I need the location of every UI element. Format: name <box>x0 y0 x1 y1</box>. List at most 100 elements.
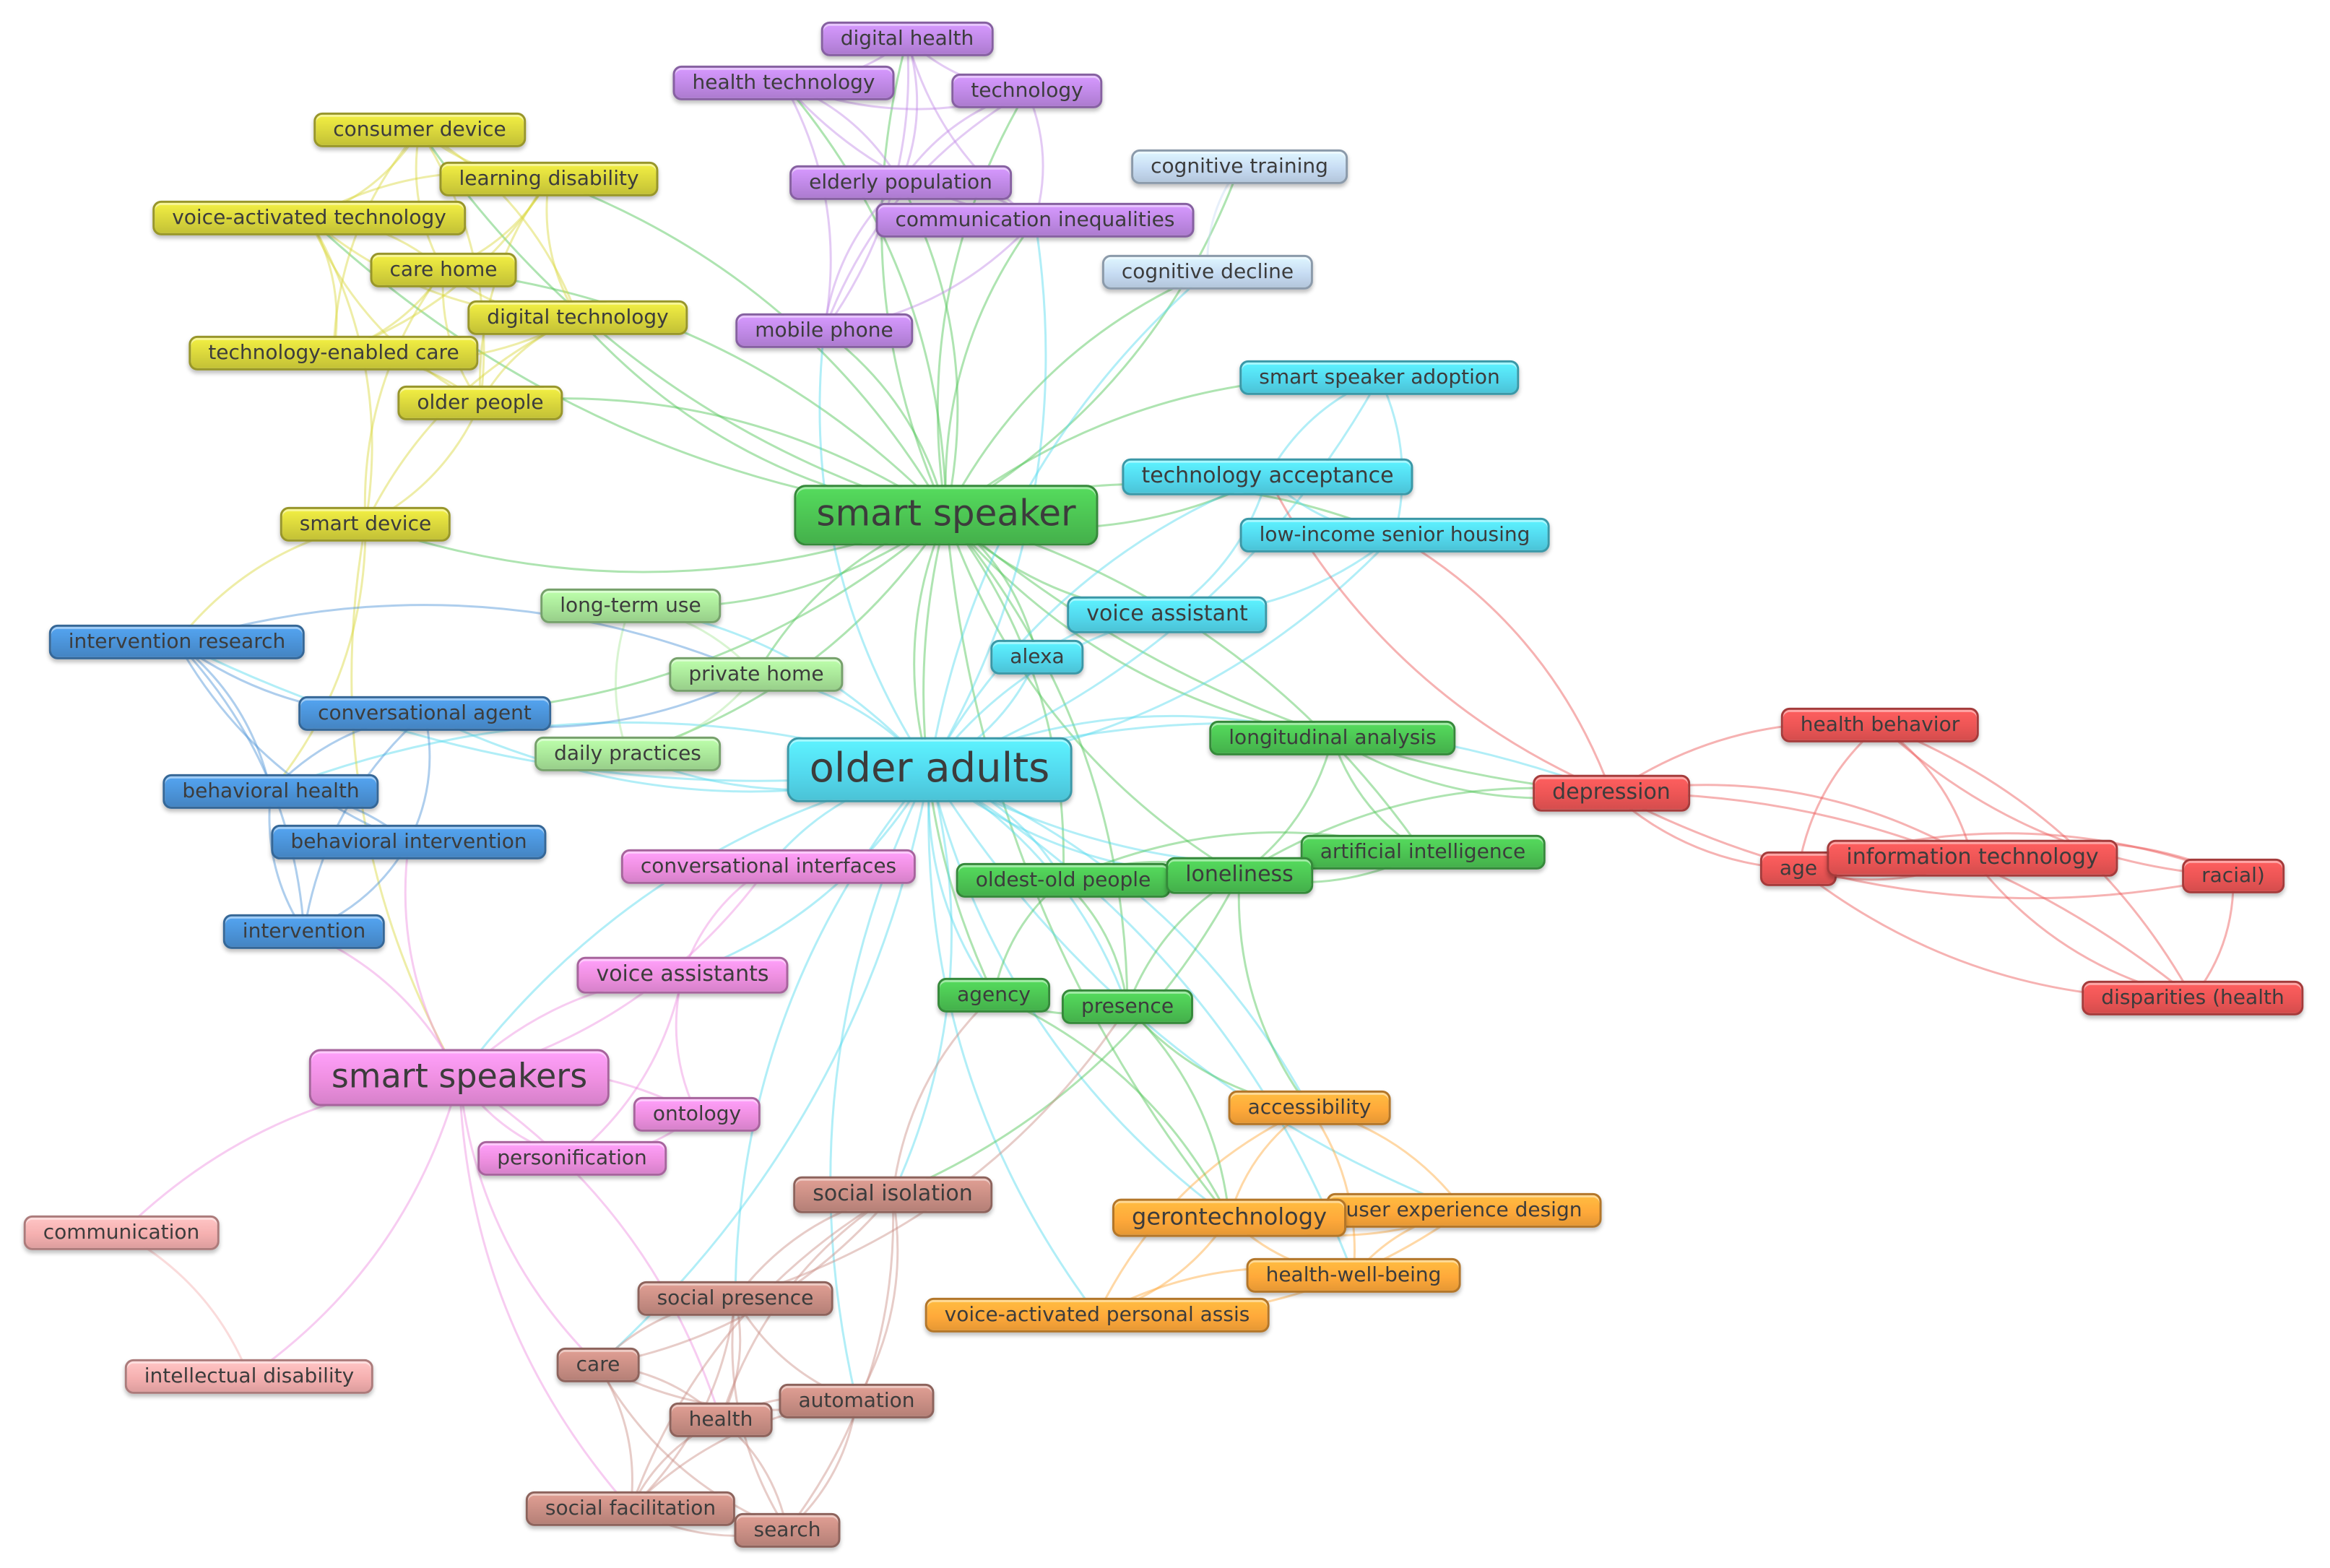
node-age[interactable]: age <box>1759 851 1837 887</box>
node-smart-speakers[interactable]: smart speakers <box>308 1049 610 1106</box>
node-conversational-agent[interactable]: conversational agent <box>298 696 551 732</box>
edge-older-adults-user-experience-design <box>928 769 1465 1212</box>
edge-smart-speaker-technology <box>936 90 1028 516</box>
edge-smart-speaker-cognitive-decline <box>945 271 1208 516</box>
edge-racial-disparities-health <box>2191 875 2235 999</box>
node-intellectual-disability[interactable]: intellectual disability <box>124 1359 374 1395</box>
node-technology[interactable]: technology <box>951 73 1103 109</box>
edge-smart-speakers-behavioral-intervention <box>404 841 461 1078</box>
node-information-technology[interactable]: information technology <box>1827 839 2118 877</box>
node-voice-activated-personal-assis[interactable]: voice-activated personal assis <box>924 1297 1270 1333</box>
node-daily-practices[interactable]: daily practices <box>534 736 721 772</box>
node-health-behavior[interactable]: health behavior <box>1780 707 1980 743</box>
node-automation[interactable]: automation <box>779 1383 935 1419</box>
node-disparities-health[interactable]: disparities (health <box>2082 980 2304 1016</box>
node-voice-activated-technology[interactable]: voice-activated technology <box>152 200 466 236</box>
node-health-technology[interactable]: health technology <box>672 65 895 101</box>
node-older-adults[interactable]: older adults <box>787 737 1073 803</box>
node-smart-speaker-adoption[interactable]: smart speaker adoption <box>1239 360 1520 396</box>
node-health-well-being[interactable]: health-well-being <box>1246 1257 1461 1294</box>
edge-older-adults-gerontechnology <box>928 769 1230 1219</box>
edge-smart-speaker-loneliness <box>945 514 1240 877</box>
edge-smart-speaker-communication-inequalities <box>944 220 1036 516</box>
node-ontology[interactable]: ontology <box>633 1096 761 1132</box>
edge-smart-speaker-adoption-low-income-senior-housing <box>1378 377 1404 536</box>
node-accessibility[interactable]: accessibility <box>1228 1090 1391 1126</box>
node-digital-technology[interactable]: digital technology <box>467 300 688 336</box>
edge-digital-health-communication-inequalities <box>906 38 1036 222</box>
node-personification[interactable]: personification <box>477 1140 667 1177</box>
edge-smart-speaker-oldest-old-people <box>945 514 1065 881</box>
node-low-income-senior-housing[interactable]: low-income senior housing <box>1239 517 1550 553</box>
edge-social-isolation-automation <box>855 1194 899 1402</box>
node-mobile-phone[interactable]: mobile phone <box>735 313 913 349</box>
node-longitudinal-analysis[interactable]: longitudinal analysis <box>1209 720 1456 756</box>
node-alexa[interactable]: alexa <box>990 639 1084 675</box>
node-behavioral-health[interactable]: behavioral health <box>163 774 379 810</box>
node-depression[interactable]: depression <box>1533 774 1690 812</box>
edge-consumer-device-digital-technology <box>419 129 579 319</box>
edge-agency-gerontechnology <box>993 994 1231 1218</box>
node-communication-inequalities[interactable]: communication inequalities <box>875 202 1195 238</box>
edge-accessibility-voice-activated-personal-assis <box>1096 1106 1310 1316</box>
node-voice-assistants[interactable]: voice assistants <box>576 956 789 994</box>
node-private-home[interactable]: private home <box>669 657 844 693</box>
node-technology-acceptance[interactable]: technology acceptance <box>1122 458 1413 495</box>
node-voice-assistant[interactable]: voice assistant <box>1067 596 1268 633</box>
node-smart-device[interactable]: smart device <box>280 506 451 542</box>
edge-voice-activated-technology-older-people <box>308 217 481 404</box>
node-cognitive-decline[interactable]: cognitive decline <box>1101 254 1314 290</box>
edge-smart-device-smart-speakers <box>350 524 461 1078</box>
node-loneliness[interactable]: loneliness <box>1166 857 1313 894</box>
edge-social-isolation-search <box>786 1194 895 1531</box>
node-smart-speaker[interactable]: smart speaker <box>794 485 1099 545</box>
edge-smart-speaker-older-adults <box>913 514 948 771</box>
node-intervention-research[interactable]: intervention research <box>48 624 306 660</box>
edge-smart-speaker-care-home <box>443 269 948 516</box>
edge-intervention-research-behavioral-intervention <box>176 641 410 844</box>
edge-loneliness-social-isolation <box>892 875 1241 1196</box>
edge-care-social-facilitation <box>597 1364 633 1509</box>
node-user-experience-design[interactable]: user experience design <box>1326 1192 1602 1229</box>
edge-technology-communication-inequalities <box>1026 90 1044 221</box>
node-older-people[interactable]: older people <box>397 385 563 421</box>
edge-smart-speaker-digital-health <box>880 38 948 516</box>
node-long-term-use[interactable]: long-term use <box>540 588 721 624</box>
edge-older-adults-social-presence <box>734 769 931 1299</box>
node-technology-enabled-care[interactable]: technology-enabled care <box>189 335 479 371</box>
edge-smart-speaker-consumer-device <box>418 129 947 516</box>
node-social-isolation[interactable]: social isolation <box>793 1176 992 1213</box>
edge-smart-speakers-intellectual-disability <box>248 1077 461 1378</box>
node-behavioral-intervention[interactable]: behavioral intervention <box>271 824 547 860</box>
node-gerontechnology[interactable]: gerontechnology <box>1112 1198 1346 1237</box>
node-artificial-intelligence[interactable]: artificial intelligence <box>1300 834 1546 870</box>
node-presence[interactable]: presence <box>1061 989 1194 1025</box>
edge-health-technology-mobile-phone <box>782 82 832 332</box>
node-care[interactable]: care <box>556 1347 640 1383</box>
edge-smart-speaker-health-technology <box>782 82 948 516</box>
edge-smart-speakers-care <box>458 1077 599 1366</box>
edge-older-adults-technology-acceptance <box>928 475 1268 771</box>
edge-older-adults-smart-speakers <box>458 768 930 1078</box>
node-racial[interactable]: racial) <box>2182 858 2284 894</box>
edge-voice-activated-technology-smart-device <box>308 217 373 525</box>
node-social-facilitation[interactable]: social facilitation <box>525 1491 736 1527</box>
node-consumer-device[interactable]: consumer device <box>313 112 526 148</box>
node-search[interactable]: search <box>734 1512 841 1548</box>
node-communication[interactable]: communication <box>23 1215 220 1251</box>
edge-intervention-research-private-home <box>176 604 757 676</box>
node-digital-health[interactable]: digital health <box>820 21 994 57</box>
node-intervention[interactable]: intervention <box>222 914 386 950</box>
node-oldest-old-people[interactable]: oldest-old people <box>956 862 1171 898</box>
node-agency[interactable]: agency <box>937 977 1050 1013</box>
node-learning-disability[interactable]: learning disability <box>439 161 659 197</box>
edge-depression-racial <box>1611 792 2234 900</box>
node-elderly-population[interactable]: elderly population <box>789 165 1012 201</box>
node-conversational-interfaces[interactable]: conversational interfaces <box>620 849 917 885</box>
node-health[interactable]: health <box>669 1402 773 1438</box>
node-cognitive-training[interactable]: cognitive training <box>1131 149 1348 185</box>
node-social-presence[interactable]: social presence <box>637 1281 833 1317</box>
edge-smart-speakers-social-facilitation <box>458 1077 632 1509</box>
node-care-home[interactable]: care home <box>370 252 517 288</box>
